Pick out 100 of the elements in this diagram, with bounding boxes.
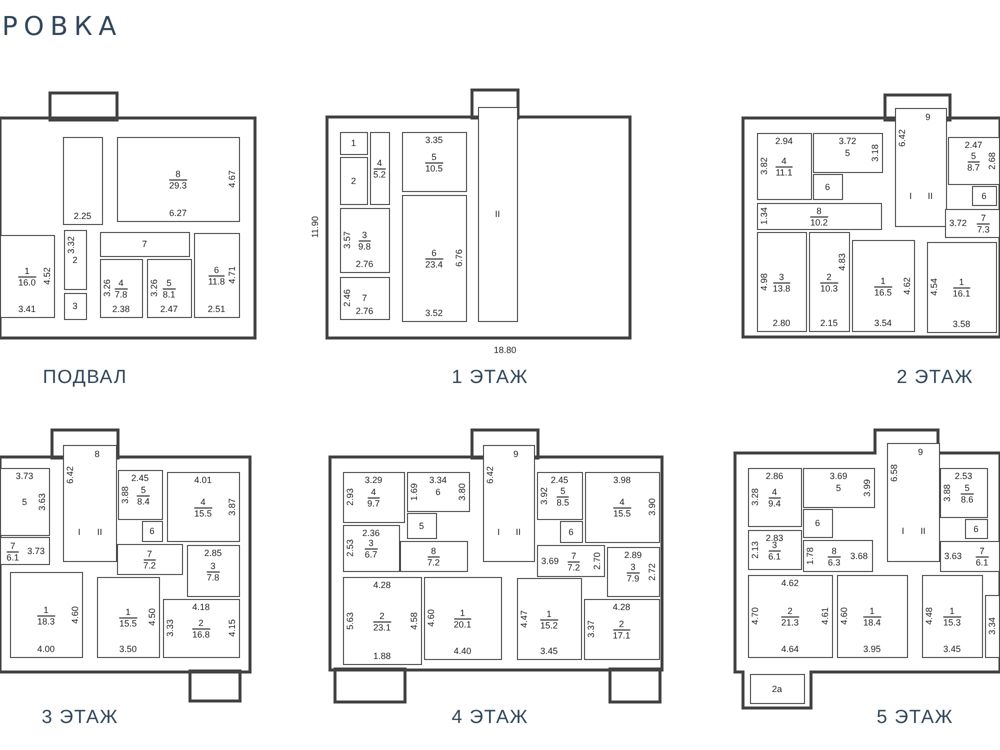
room-outline [748,575,833,658]
room-area: 20.1 [454,618,472,630]
dimension-label: 3.73 [16,471,34,481]
room-outline [343,525,400,572]
floor-label: 4 ЭТАЖ [452,707,528,729]
stair-label: II [928,191,933,201]
room-area: 6.1 [6,551,19,562]
room-outline [117,544,183,575]
dimension-label: 2.38 [112,304,130,314]
room-outline [750,674,805,704]
room-number: 2 [72,254,78,264]
dimension-label: 4.00 [37,644,55,654]
dimension-label: 4.62 [902,276,912,294]
dimension-label: 4.50 [147,608,157,626]
dimension-label: 3.45 [540,646,558,656]
dimension-label: 4.71 [227,266,237,284]
room-area: 18.3 [37,615,55,626]
room-number: 7 [571,550,576,560]
dimension-label: 3.57 [342,231,352,249]
dimension-label: 2.76 [356,306,374,316]
room-outline [343,472,405,523]
room-number: 6 [432,248,436,258]
room-area: 7.3 [977,224,990,234]
room-area: 8.7 [967,161,980,172]
dimension-label: 3.54 [874,318,892,328]
dimension-label: 1.88 [373,651,391,661]
room-number: 5 [140,484,146,494]
room-outline [163,599,240,658]
room-outline [965,519,988,539]
room-number: 3 [362,230,367,240]
room-number: 5 [845,148,850,158]
dimension-label: 3.50 [119,644,137,654]
dimension-label: 3.88 [120,486,130,504]
dimension-label: 4.60 [426,609,436,627]
room-outline [560,521,583,543]
room-outline [63,445,117,562]
dimension-label: 3.37 [586,620,596,638]
room-outline [813,133,883,173]
room-number: 2a [772,684,782,694]
room-number: 2 [826,272,832,282]
stair-label: I [78,526,81,536]
dimension-label: 1.69 [409,482,419,500]
room-outline [340,208,390,273]
room-outline [945,209,1000,238]
room-area: 13.8 [772,282,790,293]
room-outline [142,521,163,542]
room-number: 7 [362,293,367,303]
room-number: 1 [351,138,356,148]
room-number: 1 [870,606,874,616]
dimension-label: 3.87 [227,498,237,516]
dimension-label: 2.15 [820,318,838,328]
dimension-label: 4.62 [781,578,799,588]
dimension-label: 2.45 [131,473,149,483]
room-number: 7 [142,239,147,249]
dimension-label: 4.18 [192,602,210,612]
room-number: 1 [959,277,964,287]
room-outline [0,468,50,536]
floor-label: 5 ЭТАЖ [876,707,954,729]
room-outline [757,133,812,200]
room-outline [343,577,422,665]
dimension-label: 4.61 [820,607,830,625]
room-outline [537,545,605,577]
room-outline [402,132,467,192]
room-number: 7 [10,540,16,550]
room-number: 5 [964,482,970,492]
dimension-label: 2.70 [592,552,602,570]
room-number: 7 [980,546,985,556]
room-number: 1 [546,608,552,618]
dimension-label: 4.64 [781,644,799,654]
dimension-label: 3.63 [944,551,962,561]
floor-label: 1 ЭТАЖ [452,367,528,389]
room-number: 3 [630,562,636,572]
room-area: 7.2 [143,560,156,570]
room-number: 1 [950,606,954,616]
dimension-label: 2.80 [772,318,790,328]
room-outline [940,541,1000,572]
room-outline [585,472,660,543]
room-area: 9.7 [367,498,380,508]
dimension-label: 4.47 [519,610,529,628]
dimension-label: 2.85 [204,548,222,558]
dimension-label: 11.90 [310,216,320,238]
floor-label: ПОДВАЛ [42,367,128,389]
room-area: 15.3 [943,616,961,628]
dimension-label: 6.58 [889,464,899,482]
room-number: 9 [925,112,930,122]
room-area: 11.1 [776,166,792,178]
dimension-label: 4.60 [70,606,80,624]
room-outline [0,235,55,318]
room-outline [803,468,875,508]
room-area: 16.0 [18,276,36,288]
dimension-label: 4.67 [227,170,237,188]
room-number: 4 [772,487,777,497]
dimension-label: 3.68 [850,550,868,560]
room-number: 4 [620,497,624,507]
dimension-label: 3.18 [870,144,880,162]
room-outline [167,472,240,542]
dimension-label: 1.34 [759,207,769,225]
room-outline [0,537,50,565]
room-area: 9.8 [358,240,371,252]
dimension-label: 5.63 [345,612,355,630]
